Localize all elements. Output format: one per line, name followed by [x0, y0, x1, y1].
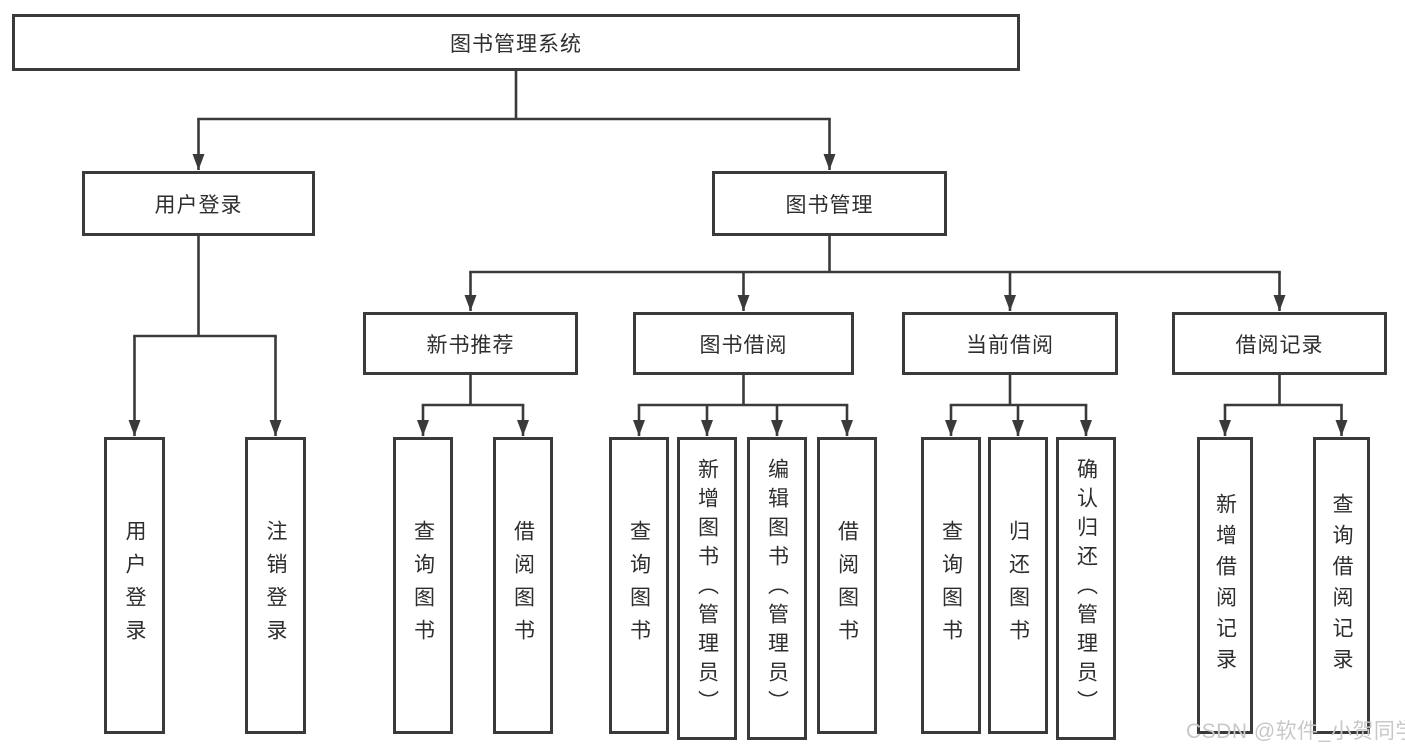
watermark: CSDN @软件_小贺同学 — [1186, 720, 1405, 743]
leaf-new-rec-borrow-books: 借阅图书 — [493, 437, 553, 734]
leaf-query-borrow-record-label: 查询借阅记录 — [1330, 492, 1353, 679]
leaf-edit-books-admin-label: 编辑图书（管理员） — [765, 458, 789, 719]
leaf-current-query-books-label: 查询图书 — [939, 519, 963, 652]
leaf-borrow-query-books-label: 查询图书 — [627, 519, 651, 652]
leaf-confirm-return-admin: 确认归还（管理员） — [1056, 437, 1116, 740]
node-new-book-rec-label: 新书推荐 — [426, 333, 515, 357]
node-book-borrow: 图书借阅 — [633, 312, 854, 375]
leaf-user-login: 用户登录 — [104, 437, 165, 734]
leaf-return-books-label: 归还图书 — [1006, 519, 1030, 652]
node-user-login-branch: 用户登录 — [82, 171, 315, 236]
connector-current-borrow-to-leaves — [945, 375, 1092, 436]
connector-book-borrow-to-leaves — [633, 375, 853, 436]
leaf-borrow-borrow-books-label: 借阅图书 — [835, 519, 859, 652]
leaf-user-login-label: 用户登录 — [123, 519, 146, 652]
leaf-return-books: 归还图书 — [988, 437, 1048, 734]
node-book-mgmt-label: 图书管理 — [785, 193, 874, 217]
leaf-logout-label: 注销登录 — [264, 519, 287, 652]
node-root: 图书管理系统 — [12, 14, 1020, 71]
node-root-label: 图书管理系统 — [450, 32, 582, 56]
leaf-add-books-admin-label: 新增图书（管理员） — [695, 458, 719, 719]
leaf-new-rec-query-books: 查询图书 — [393, 437, 453, 734]
node-borrow-records: 借阅记录 — [1172, 312, 1387, 375]
connector-book-mgmt-to-level3 — [464, 236, 1286, 311]
connector-borrow-records-to-leaves — [1219, 375, 1348, 436]
leaf-confirm-return-admin-label: 确认归还（管理员） — [1074, 458, 1098, 719]
node-user-login-branch-label: 用户登录 — [154, 193, 243, 217]
leaf-add-borrow-record: 新增借阅记录 — [1197, 437, 1253, 734]
node-current-borrow: 当前借阅 — [902, 312, 1118, 375]
leaf-add-books-admin: 新增图书（管理员） — [677, 437, 737, 740]
leaf-query-borrow-record: 查询借阅记录 — [1313, 437, 1370, 734]
node-book-borrow-label: 图书借阅 — [699, 333, 788, 357]
leaf-new-rec-borrow-books-label: 借阅图书 — [511, 519, 535, 652]
leaf-current-query-books: 查询图书 — [921, 437, 981, 734]
connector-user-login-to-leaves — [128, 236, 282, 436]
leaf-borrow-borrow-books: 借阅图书 — [817, 437, 877, 734]
leaf-borrow-query-books: 查询图书 — [609, 437, 669, 734]
leaf-logout: 注销登录 — [245, 437, 306, 734]
leaf-add-borrow-record-label: 新增借阅记录 — [1213, 492, 1237, 679]
node-new-book-rec: 新书推荐 — [363, 312, 578, 375]
connector-root-to-level2 — [192, 71, 836, 170]
node-borrow-records-label: 借阅记录 — [1235, 333, 1324, 357]
node-book-mgmt: 图书管理 — [712, 171, 947, 236]
node-current-borrow-label: 当前借阅 — [966, 333, 1054, 357]
leaf-edit-books-admin: 编辑图书（管理员） — [747, 437, 807, 740]
connector-new-book-rec-to-leaves — [417, 375, 529, 436]
leaf-new-rec-query-books-label: 查询图书 — [411, 519, 435, 652]
